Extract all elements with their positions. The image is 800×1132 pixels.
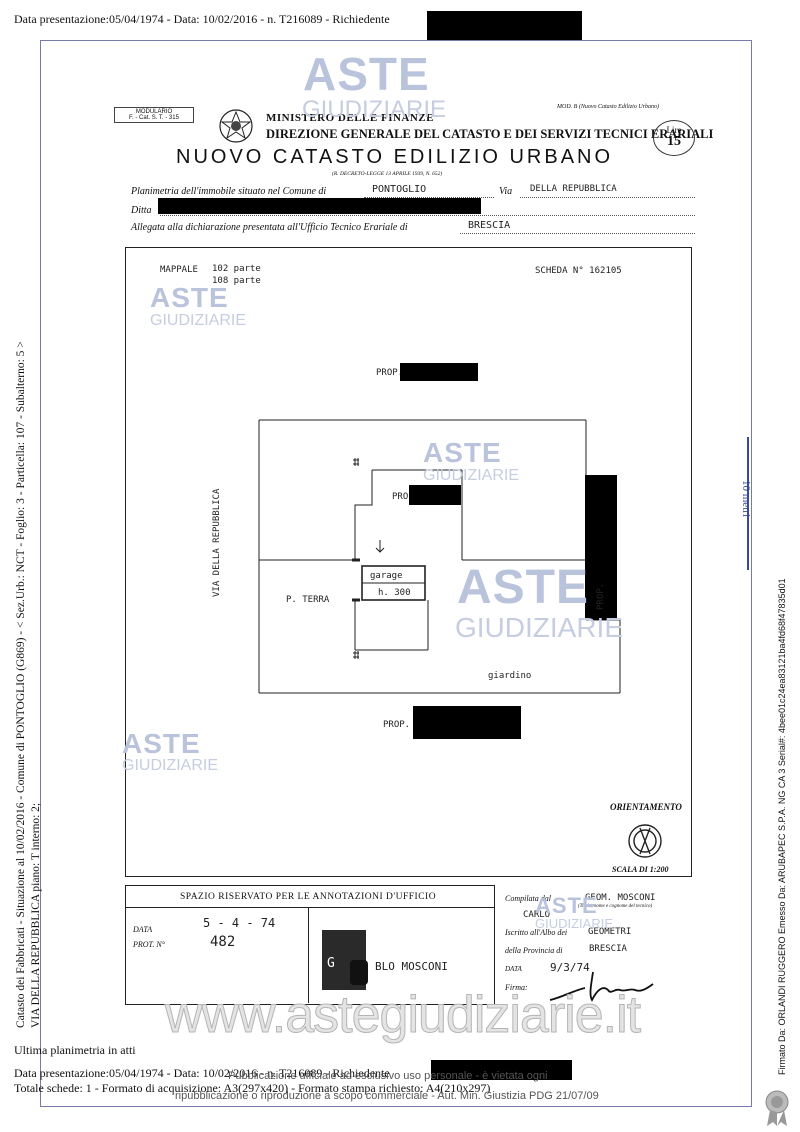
page-frame bbox=[40, 40, 752, 1107]
document-title: NUOVO CATASTO EDILIZIO URBANO bbox=[176, 146, 614, 168]
modulario-label: MODULARIO bbox=[135, 109, 173, 115]
ufficio-line bbox=[460, 233, 695, 234]
office-prot-value: 482 bbox=[210, 934, 236, 950]
allegata-label: Allegata alla dichiarazione presentata a… bbox=[131, 222, 408, 233]
redaction-box bbox=[585, 475, 617, 620]
redaction-box bbox=[431, 1060, 572, 1080]
stamp-text: BLO MOSCONI bbox=[375, 960, 448, 973]
watermark-giudiziarie: GIUDIZIARIE bbox=[302, 96, 447, 123]
office-box-divider-v bbox=[308, 908, 309, 1003]
redaction-box bbox=[400, 363, 478, 381]
comune-line bbox=[364, 197, 494, 198]
stamp-portrait bbox=[350, 960, 368, 985]
watermark-site: www.astegiudiziarie.it bbox=[164, 986, 641, 1045]
comune-value: PONTOGLIO bbox=[372, 184, 427, 195]
scheda-number: SCHEDA N° 162105 bbox=[535, 266, 622, 276]
signature-label: Firma: bbox=[505, 983, 528, 992]
garage-label: garage bbox=[370, 571, 403, 581]
sign-date-label: DATA bbox=[505, 965, 522, 973]
via-line bbox=[520, 197, 695, 198]
lire-stamp: Lire 15 bbox=[653, 120, 695, 156]
compiled-by-value: GEOM. MOSCONI bbox=[585, 893, 656, 903]
ufficio-value: BRESCIA bbox=[468, 220, 511, 231]
register-label: Iscritto all'Albo dei bbox=[505, 928, 568, 937]
via-label: Via bbox=[499, 186, 513, 197]
lire-label: Lire bbox=[666, 125, 682, 135]
office-date-value: 5 - 4 - 74 bbox=[203, 916, 276, 930]
redaction-box bbox=[413, 706, 521, 739]
watermark-giudiziarie: GIUDIZIARIE bbox=[423, 467, 520, 484]
floor-label: P. TERRA bbox=[286, 595, 330, 605]
sign-date-value: 9/3/74 bbox=[550, 961, 590, 974]
watermark-giudiziarie: GIUDIZIARIE bbox=[150, 312, 247, 329]
redaction-box bbox=[158, 198, 481, 214]
redaction-box bbox=[409, 485, 461, 505]
watermark-giudiziarie: GIUDIZIARIE bbox=[455, 612, 624, 643]
compass-icon bbox=[628, 824, 662, 858]
height-label: h. 300 bbox=[378, 588, 411, 598]
signature-icon bbox=[549, 971, 654, 1002]
notice-line2: ripubblicazione o riproduzione a scopo c… bbox=[175, 1090, 599, 1102]
modulario-code: F. - Cat. S. T. - 315 bbox=[129, 115, 179, 121]
garden-label: giardino bbox=[488, 671, 532, 681]
office-box-title: SPAZIO RISERVATO PER LE ANNOTAZIONI D'UF… bbox=[180, 892, 437, 902]
direzione-name: DIREZIONE GENERALE DEL CATASTO E DEI SER… bbox=[266, 127, 714, 141]
province-value: BRESCIA bbox=[589, 944, 627, 954]
decree-note: (R. DECRETO-LEGGE 13 APRILE 1939, N. 652… bbox=[332, 171, 443, 177]
mappale-2: 108 parte bbox=[212, 276, 261, 286]
mappale-label: MAPPALE bbox=[160, 265, 198, 275]
seal-icon bbox=[765, 1090, 789, 1126]
office-date-label: DATA bbox=[133, 925, 153, 934]
plan-frame bbox=[125, 247, 692, 877]
ditta-label: Ditta bbox=[131, 205, 152, 216]
footer-line2: Totale schede: 1 - Formato di acquisizio… bbox=[14, 1081, 491, 1095]
prop-right-label: PROP. bbox=[596, 582, 606, 610]
watermark-giudiziarie: GIUDIZIARIE bbox=[122, 757, 219, 774]
last-plan-note: Ultima planimetria in atti bbox=[14, 1043, 136, 1057]
prop-bottom-label: PROP. bbox=[383, 720, 411, 730]
register-value: GEOMETRI bbox=[588, 927, 632, 937]
scale-bar bbox=[747, 437, 749, 570]
office-box-divider bbox=[125, 907, 495, 908]
province-label: della Provincia di bbox=[505, 946, 563, 955]
watermark-aste: ASTE bbox=[535, 893, 598, 918]
lire-value: 15 bbox=[667, 134, 681, 149]
prop-inner-label: PRO bbox=[392, 492, 409, 502]
scale-label: SCALA DI 1:200 bbox=[612, 865, 669, 874]
watermark-giudiziarie: GIUDIZIARIE bbox=[535, 916, 614, 931]
emblem-icon bbox=[216, 105, 256, 147]
via-value: DELLA REPUBBLICA bbox=[530, 184, 617, 194]
compiled-by-label: Compilata dal bbox=[505, 894, 552, 903]
mod-b-label: MOD. B (Nuovo Catasto Edilizio Urbano) bbox=[557, 104, 659, 110]
mappale-1: 102 parte bbox=[212, 264, 261, 274]
office-prot-label: PROT. N° bbox=[133, 940, 165, 949]
planimetria-label: Planimetria dell'immobile situato nel Co… bbox=[131, 186, 327, 197]
office-box bbox=[125, 885, 495, 1005]
modulario-box: MODULARIO F. - Cat. S. T. - 315 bbox=[114, 107, 194, 123]
watermark-aste: ASTE bbox=[457, 561, 590, 614]
watermark-aste: ASTE bbox=[423, 437, 502, 468]
footer-line1: Data presentazione:05/04/1974 - Data: 10… bbox=[14, 1066, 390, 1080]
watermark-aste: ASTE bbox=[122, 728, 201, 759]
redaction-box bbox=[427, 11, 582, 40]
watermark-aste: ASTE bbox=[150, 282, 229, 313]
orientation-label: ORIENTAMENTO bbox=[610, 802, 682, 812]
prop-top-label: PROP. bbox=[376, 368, 404, 378]
notice-line1: Pubblicazione ufficiale ad esclusivo uso… bbox=[228, 1070, 548, 1082]
header-info: Data presentazione:05/04/1974 - Data: 10… bbox=[14, 12, 390, 26]
ministry-name: MINISTERO DELLE FINANZE bbox=[266, 112, 434, 124]
watermark-aste: ASTE bbox=[303, 48, 430, 100]
stamp-prefix: G bbox=[327, 956, 335, 971]
ditta-line bbox=[160, 215, 695, 216]
compiled-by-name: CARLO bbox=[523, 910, 551, 920]
street-label: VIA DELLA REPUBBLICA bbox=[212, 488, 222, 597]
compiled-note: (Titolo, nome e cognome del tecnico) bbox=[578, 904, 653, 909]
